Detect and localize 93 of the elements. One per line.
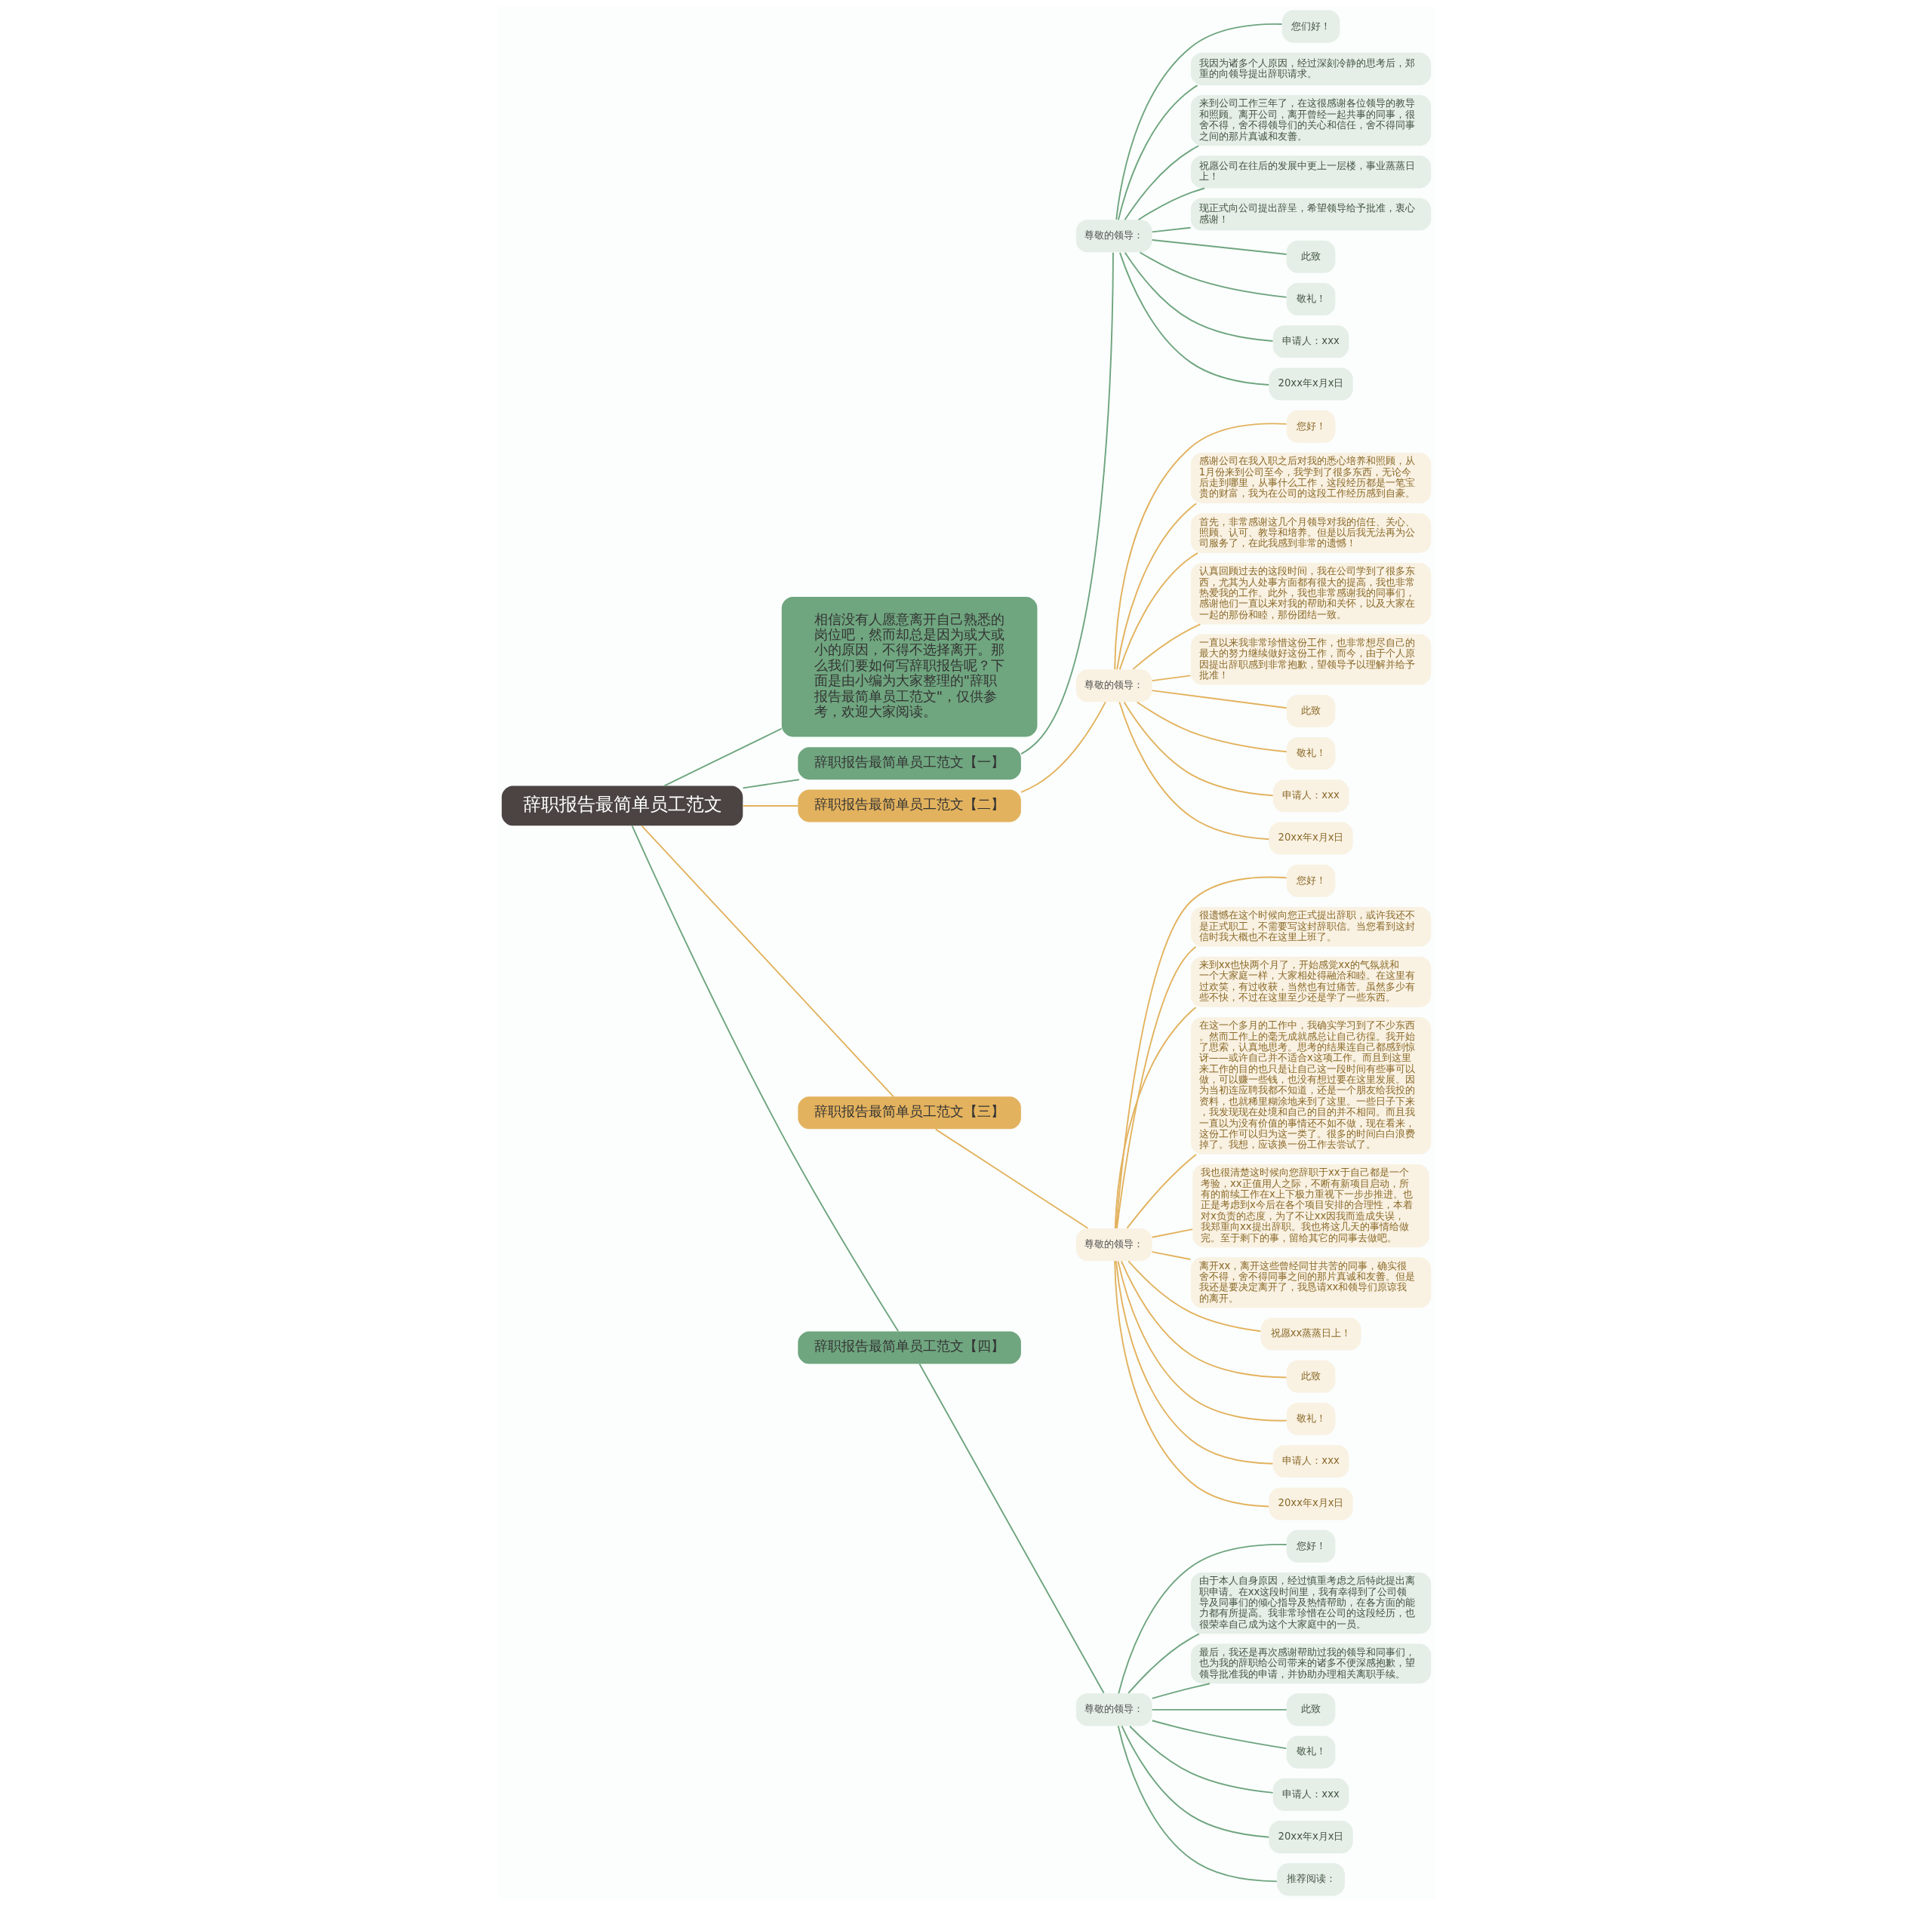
node-box: 您好！	[1286, 410, 1335, 443]
node-box: 我因为诸多个人原因，经过深刻冷静的思考后，郑重的向领导提出辞职请求。	[1190, 52, 1431, 85]
connector	[1151, 1708, 1287, 1711]
connector	[1151, 239, 1287, 255]
node-box: 由于本人自身原因，经过慎重考虑之后特此提出离职申请。在xx这段时间里，我有幸得到了公司领导及同事们的倾心指导及热情帮助，在各方面的能力都有所提高。我非常珍惜在公司的这段经历，也很荣幸自己成为这个大家庭中的一员。	[1190, 1572, 1431, 1634]
node-box: 感谢公司在我入职之后对我的悉心培养和照顾，从1月份来到公司至今，我学到了很多东西，无论今后走到哪里，从事什么工作，这段经历都是一笔宝贵的财富，我为在公司的这段工作经历感到自豪。	[1190, 453, 1431, 504]
connector	[1151, 690, 1287, 709]
connector	[1124, 251, 1273, 342]
connector	[640, 825, 894, 1097]
connector	[1124, 145, 1199, 221]
connector	[1114, 1007, 1197, 1229]
node-box: 尊敬的领导：	[1075, 669, 1152, 702]
node-box: 相信没有人愿意离开自己熟悉的岗位吧，然而却总是因为或大或小的原因，不得不选择离开。那么我们要如何写辞职报告呢？下面是由小编为大家整理的"辞职报告最简单员工范文"，仅供参考，欢迎大家阅读。	[781, 596, 1037, 737]
node-box: 祝愿公司在往后的发展中更上一层楼，事业蒸蒸日上！	[1190, 155, 1431, 189]
connector	[1115, 23, 1282, 220]
node-box: 尊敬的领导：	[1075, 220, 1152, 253]
node-box: 此致	[1286, 694, 1335, 727]
node-box: 辞职报告最简单员工范文	[501, 785, 743, 826]
node-box: 最后，我还是再次感谢帮助过我的领导和同事们，也为我的辞职给公司带来的诸多不便深感抱歉，望领导批准我的申请，并协助办理相关离职手续。	[1190, 1643, 1431, 1684]
connector	[1128, 1725, 1273, 1794]
connector	[1115, 503, 1197, 671]
connector	[1113, 1260, 1269, 1508]
node-box: 20xx年x月x日	[1268, 1487, 1353, 1520]
connector	[1151, 1683, 1211, 1699]
node-box: 离开xx，离开这些曾经同甘共苦的同事，确实很舍不得，舍不得同事之间的那片真诚和友善。但是我还是要决定离开了，我恳请xx和领导们原谅我的离开。	[1190, 1257, 1431, 1308]
connector	[1118, 251, 1269, 386]
connector	[1151, 675, 1191, 682]
connector	[1123, 701, 1274, 797]
connector	[742, 804, 798, 807]
node-box: 辞职报告最简单员工范文【一】	[797, 747, 1021, 780]
connector	[1120, 1725, 1269, 1838]
connector	[1137, 187, 1205, 221]
connector	[1115, 876, 1287, 1229]
node-box: 尊敬的领导：	[1075, 1228, 1152, 1262]
connector	[1117, 85, 1198, 221]
node-box: 一直以来我非常珍惜这份工作，也非常想尽自己的最大的努力继续做好这份工作，而今，由于个人原因提出辞职感到非常抱歉，望领导予以理解并给予批准！	[1190, 634, 1431, 685]
node-box: 来到xx也快两个月了，开始感觉xx的气氛就和一个大家庭一样，大家相处得融洽和睦。在这里有过欢笑，有过收获，当然也有过痛苦。虽然多少有些不快，不过在这里至少还是学了一些东西。	[1190, 956, 1431, 1007]
connector	[1113, 423, 1287, 671]
connector	[631, 825, 899, 1333]
node-box: 认真回顾过去的这段时间，我在公司学到了很多东西，尤其为人处事方面都有很大的提高，我也非常热爱我的工作。此外，我也非常感谢我的同事们，感谢他们一直以来对我的帮助和关怀，以及大家在一起的那份和睦，那份团结一致。	[1190, 563, 1431, 625]
node-box: 申请人：xxx	[1272, 1778, 1349, 1811]
connector	[663, 727, 782, 787]
node-box: 您们好！	[1281, 10, 1340, 43]
node-box: 您好！	[1286, 1529, 1335, 1563]
node-box: 敬礼！	[1286, 1402, 1335, 1436]
node-box: 在这一个多月的工作中，我确实学习到了不少东西。然而工作上的毫无成就感总让自己彷徨。我开始了思索，认真地思考。思考的结果连自己都感到惊讶——或许自己并不适合x这项工作。而且到这里来工作的目的也只是让自己这一段时间有些事可以做，可以赚一些钱，也没有想过要在这里发展。因为当初连应聘我都不知道，还是一个朋友给我投的资料，也就稀里糊涂地来到了这里。一些日子下来，我发现现在处境和自己的目的并不相同。而且我一直以为没有价值的事情还不如不做，现在看来，这份工作可以归为这一类了。很多的时间白白浪费掉了。我想，应该换一份工作去尝试了。	[1190, 1016, 1431, 1154]
connector	[1126, 1154, 1197, 1229]
node-box: 您好！	[1286, 864, 1335, 897]
node-box: 辞职报告最简单员工范文【三】	[797, 1096, 1021, 1130]
node-box: 辞职报告最简单员工范文【四】	[797, 1331, 1021, 1364]
connector	[742, 779, 800, 789]
connector	[1127, 1260, 1261, 1333]
node-box: 尊敬的领导：	[1075, 1693, 1152, 1726]
node-box: 20xx年x月x日	[1268, 1821, 1353, 1854]
connector	[1020, 251, 1114, 755]
node-box: 辞职报告最简单员工范文【二】	[797, 789, 1021, 822]
connector	[1115, 945, 1196, 1229]
node-box: 此致	[1286, 1693, 1335, 1726]
node-box: 敬礼！	[1286, 283, 1335, 316]
connector	[1151, 1251, 1191, 1260]
connector	[1136, 701, 1287, 753]
node-box: 20xx年x月x日	[1268, 367, 1353, 401]
connector	[1127, 1633, 1200, 1694]
node-box: 祝愿xx蒸蒸日上！	[1260, 1317, 1361, 1351]
connector	[1139, 251, 1287, 298]
connector	[1117, 1260, 1287, 1422]
node-box: 来到公司工作三年了，在这很感谢各位领导的教导和照顾。离开公司，离开曾经一起共事的同事，很舍不得，舍不得领导们的关心和信任，舍不得同事之间的那片真诚和友善。	[1190, 95, 1431, 146]
connector	[1120, 1260, 1287, 1379]
node-box: 我也很清楚这时候向您辞职于xx于自己都是一个考验，xx正值用人之际，不断有新项目启动，所有的前续工作在x上下极力重视下一步步推进。也正是考虑到x今后在各个项目安排的合理性，本着对x负责的态度，为了不让xx因我而造成失误，我郑重向xx提出辞职。我也将这几天的事情给做完。至于剩下的事，留给其它的同事去做吧。	[1192, 1164, 1429, 1248]
connector	[1131, 623, 1201, 670]
node-box: 申请人：xxx	[1272, 1445, 1349, 1478]
connector	[1151, 1228, 1193, 1238]
connector	[1118, 701, 1269, 841]
connector	[1118, 552, 1198, 671]
connector	[918, 1363, 1105, 1694]
node-box: 敬礼！	[1286, 1735, 1335, 1769]
node-box: 此致	[1286, 1360, 1335, 1393]
connector	[1151, 226, 1191, 233]
connector	[934, 1128, 1088, 1229]
node-box: 申请人：xxx	[1272, 779, 1349, 813]
node-box: 推荐阅读：	[1276, 1863, 1345, 1896]
connector	[1020, 701, 1106, 793]
node-box: 敬礼！	[1286, 737, 1335, 770]
connector	[1151, 1720, 1287, 1750]
node-box: 很遗憾在这个时候向您正式提出辞职，或许我还不是正式职工，不需要写这封辞职信。当您看到这封信时我大概也不在这里上班了。	[1190, 906, 1431, 947]
node-box: 申请人：xxx	[1272, 325, 1349, 358]
node-box: 首先，非常感谢这几个月领导对我的信任、关心、照顾、认可、教导和培养。但是以后我无法再为公司服务了，在此我感到非常的遗憾！	[1190, 513, 1431, 553]
node-box: 20xx年x月x日	[1268, 822, 1353, 855]
connector	[1117, 1725, 1278, 1883]
connector	[1115, 1260, 1273, 1465]
connector	[1117, 1543, 1287, 1695]
node-box: 此致	[1286, 240, 1335, 273]
node-box: 现正式向公司提出辞呈，希望领导给予批准，衷心感谢！	[1190, 198, 1431, 231]
